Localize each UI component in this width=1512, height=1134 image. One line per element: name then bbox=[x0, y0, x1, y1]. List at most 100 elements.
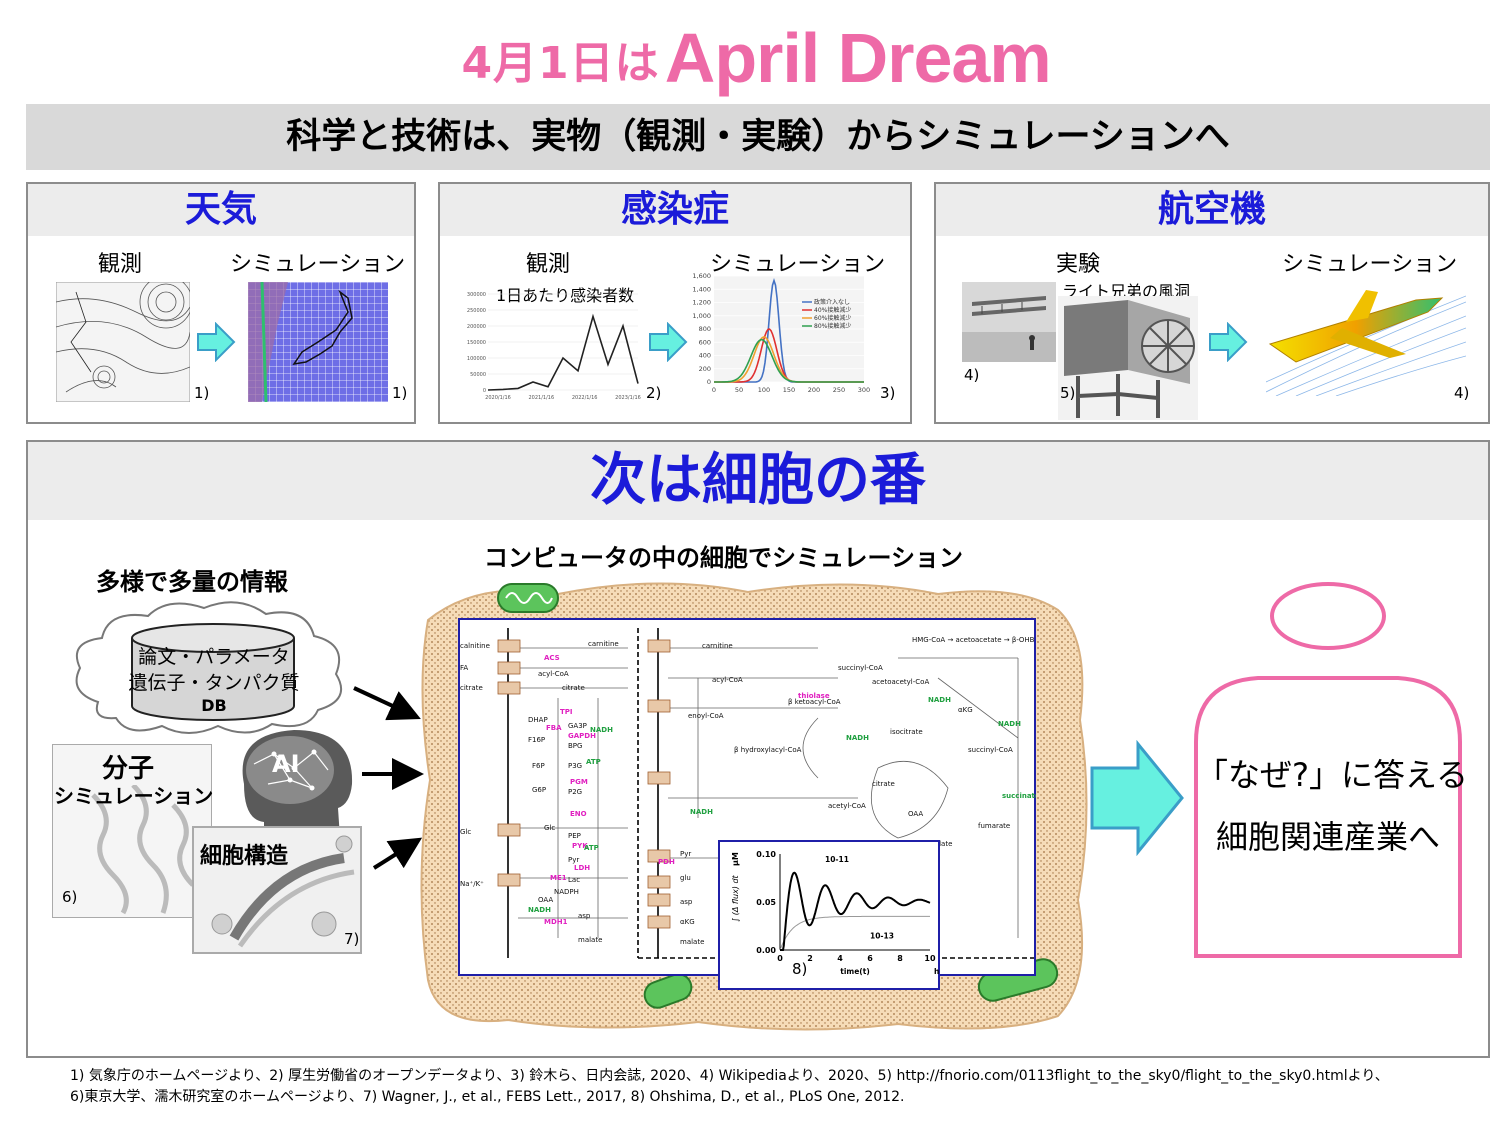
y-tick-label: 150000 bbox=[467, 340, 486, 346]
x-tick-label: 2022/1/16 bbox=[572, 395, 598, 401]
svg-text:DHAP: DHAP bbox=[528, 716, 548, 724]
aircraft-heading: 航空機 bbox=[936, 184, 1488, 236]
svg-text:OAA: OAA bbox=[908, 810, 923, 818]
x-tick-label: 50 bbox=[735, 386, 743, 394]
weather-ref-2: 1) bbox=[392, 384, 408, 402]
infection-ref-1: 2) bbox=[646, 384, 662, 402]
x-axis-label: time(t) bbox=[840, 967, 870, 976]
cell-structure-box bbox=[192, 826, 362, 954]
annotation-label: 10-13 bbox=[870, 931, 894, 940]
mitochondria-icon bbox=[497, 583, 1059, 1009]
x-tick-label: 0 bbox=[777, 954, 783, 963]
svg-text:β hydroxylacyl-CoA: β hydroxylacyl-CoA bbox=[734, 746, 802, 754]
legend-label: 政策介入なし bbox=[814, 298, 850, 306]
title-main: April Dream bbox=[664, 19, 1052, 97]
footnotes: 1) 気象庁のホームページより、2) 厚生労働省のオープンデータより、3) 鈴木… bbox=[70, 1066, 1389, 1108]
x-tick-label: 0 bbox=[712, 386, 716, 394]
wind-tunnel-photo bbox=[1058, 296, 1198, 420]
right-arrow-icon bbox=[1209, 322, 1248, 362]
svg-text:fumarate: fumarate bbox=[978, 822, 1010, 830]
svg-text:Pyr: Pyr bbox=[568, 856, 579, 864]
svg-text:PEP: PEP bbox=[568, 832, 581, 840]
footnote-line-2: 6)東京大学、濡木研究室のホームページより、7) Wagner, J., et … bbox=[70, 1089, 905, 1105]
aircraft-sim-label: シミュレーション bbox=[1282, 252, 1458, 277]
y-tick-label: 50000 bbox=[470, 372, 486, 378]
svg-text:carnitine: carnitine bbox=[702, 642, 733, 650]
svg-text:malate: malate bbox=[578, 936, 602, 944]
title-prefix: 4月1日は bbox=[461, 38, 660, 89]
svg-text:ATP: ATP bbox=[584, 844, 599, 852]
svg-text:NADH: NADH bbox=[690, 808, 713, 816]
weather-map-image bbox=[56, 282, 190, 402]
svg-text:BPG: BPG bbox=[568, 742, 582, 750]
aircraft-observe-label: 実験 bbox=[1056, 252, 1101, 277]
svg-text:PDH: PDH bbox=[658, 858, 675, 866]
molecule-label-2: シミュレーション bbox=[54, 784, 214, 808]
svg-text:NADPH: NADPH bbox=[554, 888, 579, 896]
molecule-label-1: 分子 bbox=[102, 754, 155, 784]
x-tick-label: 300 bbox=[858, 386, 870, 394]
infection-ref-2: 3) bbox=[880, 384, 896, 402]
aircraft-ref-1: 4) bbox=[964, 366, 980, 384]
aircraft-ref-2: 5) bbox=[1060, 384, 1076, 402]
svg-text:acetyl-CoA: acetyl-CoA bbox=[828, 802, 866, 810]
svg-text:β ketoacyl-CoA: β ketoacyl-CoA bbox=[788, 698, 841, 706]
y-tick-label: 1,200 bbox=[692, 299, 711, 307]
svg-text:NADH: NADH bbox=[846, 734, 869, 742]
svg-text:GAPDH: GAPDH bbox=[568, 732, 596, 740]
svg-text:αKG: αKG bbox=[680, 918, 695, 926]
footnote-line-1: 1) 気象庁のホームページより、2) 厚生労働省のオープンデータより、3) 鈴木… bbox=[70, 1068, 1389, 1084]
weather-sim-image bbox=[248, 282, 388, 402]
y-unit-label: μM bbox=[731, 852, 740, 866]
svg-text:NADH: NADH bbox=[928, 696, 951, 704]
person-icon bbox=[1194, 582, 1462, 958]
svg-text:succinyl-CoA: succinyl-CoA bbox=[968, 746, 1013, 754]
y-axis-label: ∫ (Δ flux) dt bbox=[731, 874, 740, 922]
baseline-line bbox=[779, 915, 930, 951]
svg-text:OAA: OAA bbox=[538, 896, 553, 904]
y-tick-label: 300000 bbox=[467, 292, 486, 298]
svg-text:succinate: succinate bbox=[1002, 792, 1036, 800]
x-tick-label: 150 bbox=[783, 386, 795, 394]
svg-text:asp: asp bbox=[578, 912, 591, 920]
x-tick-label: 8 bbox=[897, 954, 903, 963]
svg-text:Glc: Glc bbox=[544, 824, 555, 832]
svg-text:MDH1: MDH1 bbox=[544, 918, 568, 926]
y-tick-label: 200 bbox=[699, 365, 711, 373]
cell-heading: 次は細胞の番 bbox=[28, 442, 1488, 520]
x-tick-label: 10 bbox=[924, 954, 936, 963]
cell-structure-label: 細胞構造 bbox=[200, 844, 289, 869]
cell-section: 次は細胞の番 コンピュータの中の細胞でシミュレーション 多様で多量の情報 論文・… bbox=[26, 440, 1490, 1058]
x-tick-label: 200 bbox=[808, 386, 820, 394]
svg-text:Glc: Glc bbox=[460, 828, 471, 836]
svg-text:TPI: TPI bbox=[560, 708, 573, 716]
db-line-3: DB bbox=[201, 696, 227, 715]
svg-text:αKG: αKG bbox=[958, 706, 973, 714]
right-arrow-icon bbox=[197, 322, 236, 362]
y-tick-label: 200000 bbox=[467, 324, 486, 330]
svg-text:Lac: Lac bbox=[568, 876, 580, 884]
svg-text:ME1: ME1 bbox=[550, 874, 567, 882]
aircraft-ref-3: 4) bbox=[1454, 384, 1470, 402]
svg-text:calnitine: calnitine bbox=[460, 642, 490, 650]
y-tick-label: 1,600 bbox=[692, 272, 711, 280]
y-tick-label: 0.00 bbox=[756, 946, 776, 955]
svg-text:F6P: F6P bbox=[532, 762, 545, 770]
x-unit-label: h bbox=[934, 967, 939, 976]
svg-text:GA3P: GA3P bbox=[568, 722, 587, 730]
svg-text:F16P: F16P bbox=[528, 736, 545, 744]
svg-text:citrate: citrate bbox=[872, 780, 895, 788]
db-line-2: 遺伝子・タンパク質 bbox=[128, 672, 300, 694]
observed-cases-chart: 0500001000001500002000002500003000002020… bbox=[467, 292, 641, 401]
svg-text:NADH: NADH bbox=[590, 726, 613, 734]
svg-text:Pyr: Pyr bbox=[680, 850, 691, 858]
weather-panel: 天気 観測 シミュレーション 1) 1) bbox=[26, 182, 416, 424]
x-tick-label: 250 bbox=[833, 386, 845, 394]
svg-text:acyl-CoA: acyl-CoA bbox=[712, 676, 743, 684]
legend-label: 40%接触減少 bbox=[814, 306, 851, 314]
database-icon bbox=[131, 623, 295, 721]
y-tick-label: 1,400 bbox=[692, 285, 711, 293]
right-arrow-icon bbox=[1090, 740, 1184, 856]
infection-chart-title: 1日あたり感染者数 bbox=[496, 286, 635, 305]
